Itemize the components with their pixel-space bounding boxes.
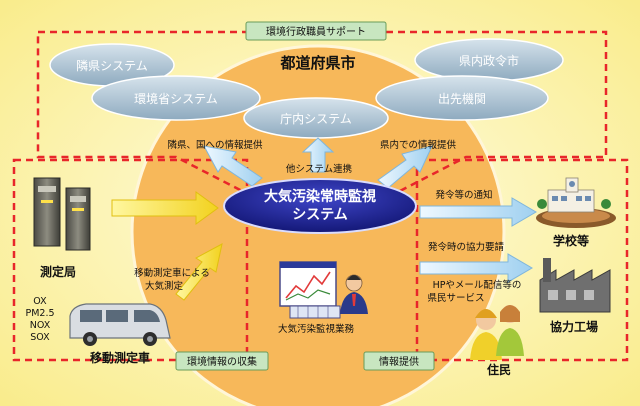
pollutant-sox: SOX: [30, 332, 50, 343]
internal-system-label: 庁内システム: [280, 112, 352, 126]
moe-system-node: 環境省システム: [91, 75, 261, 121]
station-label: 測定局: [40, 264, 76, 279]
arrow-to-neighbor: [203, 145, 263, 187]
city-system-node: 県内政令市: [414, 38, 564, 82]
branch-system-node: 出先機関: [375, 75, 549, 121]
city-system-label: 県内政令市: [459, 53, 519, 68]
right-frame-label-box: [363, 351, 435, 371]
arrow-to-internal: [301, 137, 335, 173]
factory-label: 協力工場: [550, 319, 598, 334]
hp-label-1: HPやメール配信等の: [433, 279, 522, 291]
request-label: 発令時の協力要請: [428, 241, 505, 253]
core-system-line2: システム: [292, 207, 348, 223]
left-frame-label-box: [175, 351, 269, 371]
van-icon: [69, 303, 171, 346]
top-frame-label: 環境行政職員サポート: [266, 25, 366, 38]
arrow-station-to-core: [111, 191, 219, 225]
monitor-screen-icon: [279, 261, 341, 319]
neighbor-system-node: 隣県システム: [49, 43, 175, 87]
factory-icon: [539, 258, 611, 313]
school-icon: [536, 177, 616, 228]
neighbor-info-label: 隣県、国への情報提供: [167, 139, 263, 151]
other-link-label: 他システム連携: [286, 163, 352, 175]
school-label: 学校等: [553, 233, 589, 248]
arrow-to-factory: [419, 253, 533, 283]
neighbor-system-label: 隣県システム: [76, 58, 148, 73]
pollutant-pm25: PM2.5: [25, 308, 54, 319]
pollutant-ox: OX: [33, 296, 47, 307]
core-system-node: 大気汚染常時監視 システム: [223, 178, 417, 234]
operator-person-icon: [340, 274, 368, 314]
hp-label-2: 県民サービス: [427, 293, 484, 304]
residents-icon: [470, 305, 524, 360]
right-dashed-frame: [415, 158, 629, 362]
pollutant-nox: NOX: [30, 320, 51, 331]
vehicle-measure-label-1: 移動測定車による: [134, 267, 210, 279]
branch-system-label: 出先機関: [438, 91, 486, 106]
measuring-station-icon: [33, 177, 91, 251]
notice-label: 発令等の通知: [435, 189, 492, 201]
moe-system-label: 環境省システム: [134, 91, 218, 106]
arrow-to-branch: [377, 145, 433, 189]
in-pref-info-label: 県内での情報提供: [380, 139, 457, 151]
vehicle-measure-label-2: 大気測定: [145, 280, 184, 292]
residents-label: 住民: [487, 362, 511, 377]
vehicle-label: 移動測定車: [90, 350, 150, 365]
arrow-to-school: [419, 197, 537, 227]
top-frame-label-box: [245, 21, 387, 41]
arrow-vehicle-to-core: [175, 243, 223, 301]
work-label: 大気汚染監視業務: [278, 323, 355, 335]
right-frame-label: 情報提供: [379, 355, 419, 368]
core-system-line1: 大気汚染常時監視: [264, 188, 376, 205]
left-frame-label: 環境情報の収集: [187, 355, 257, 368]
internal-system-node: 庁内システム: [243, 97, 389, 139]
prefecture-label: 都道府県市: [279, 54, 355, 72]
